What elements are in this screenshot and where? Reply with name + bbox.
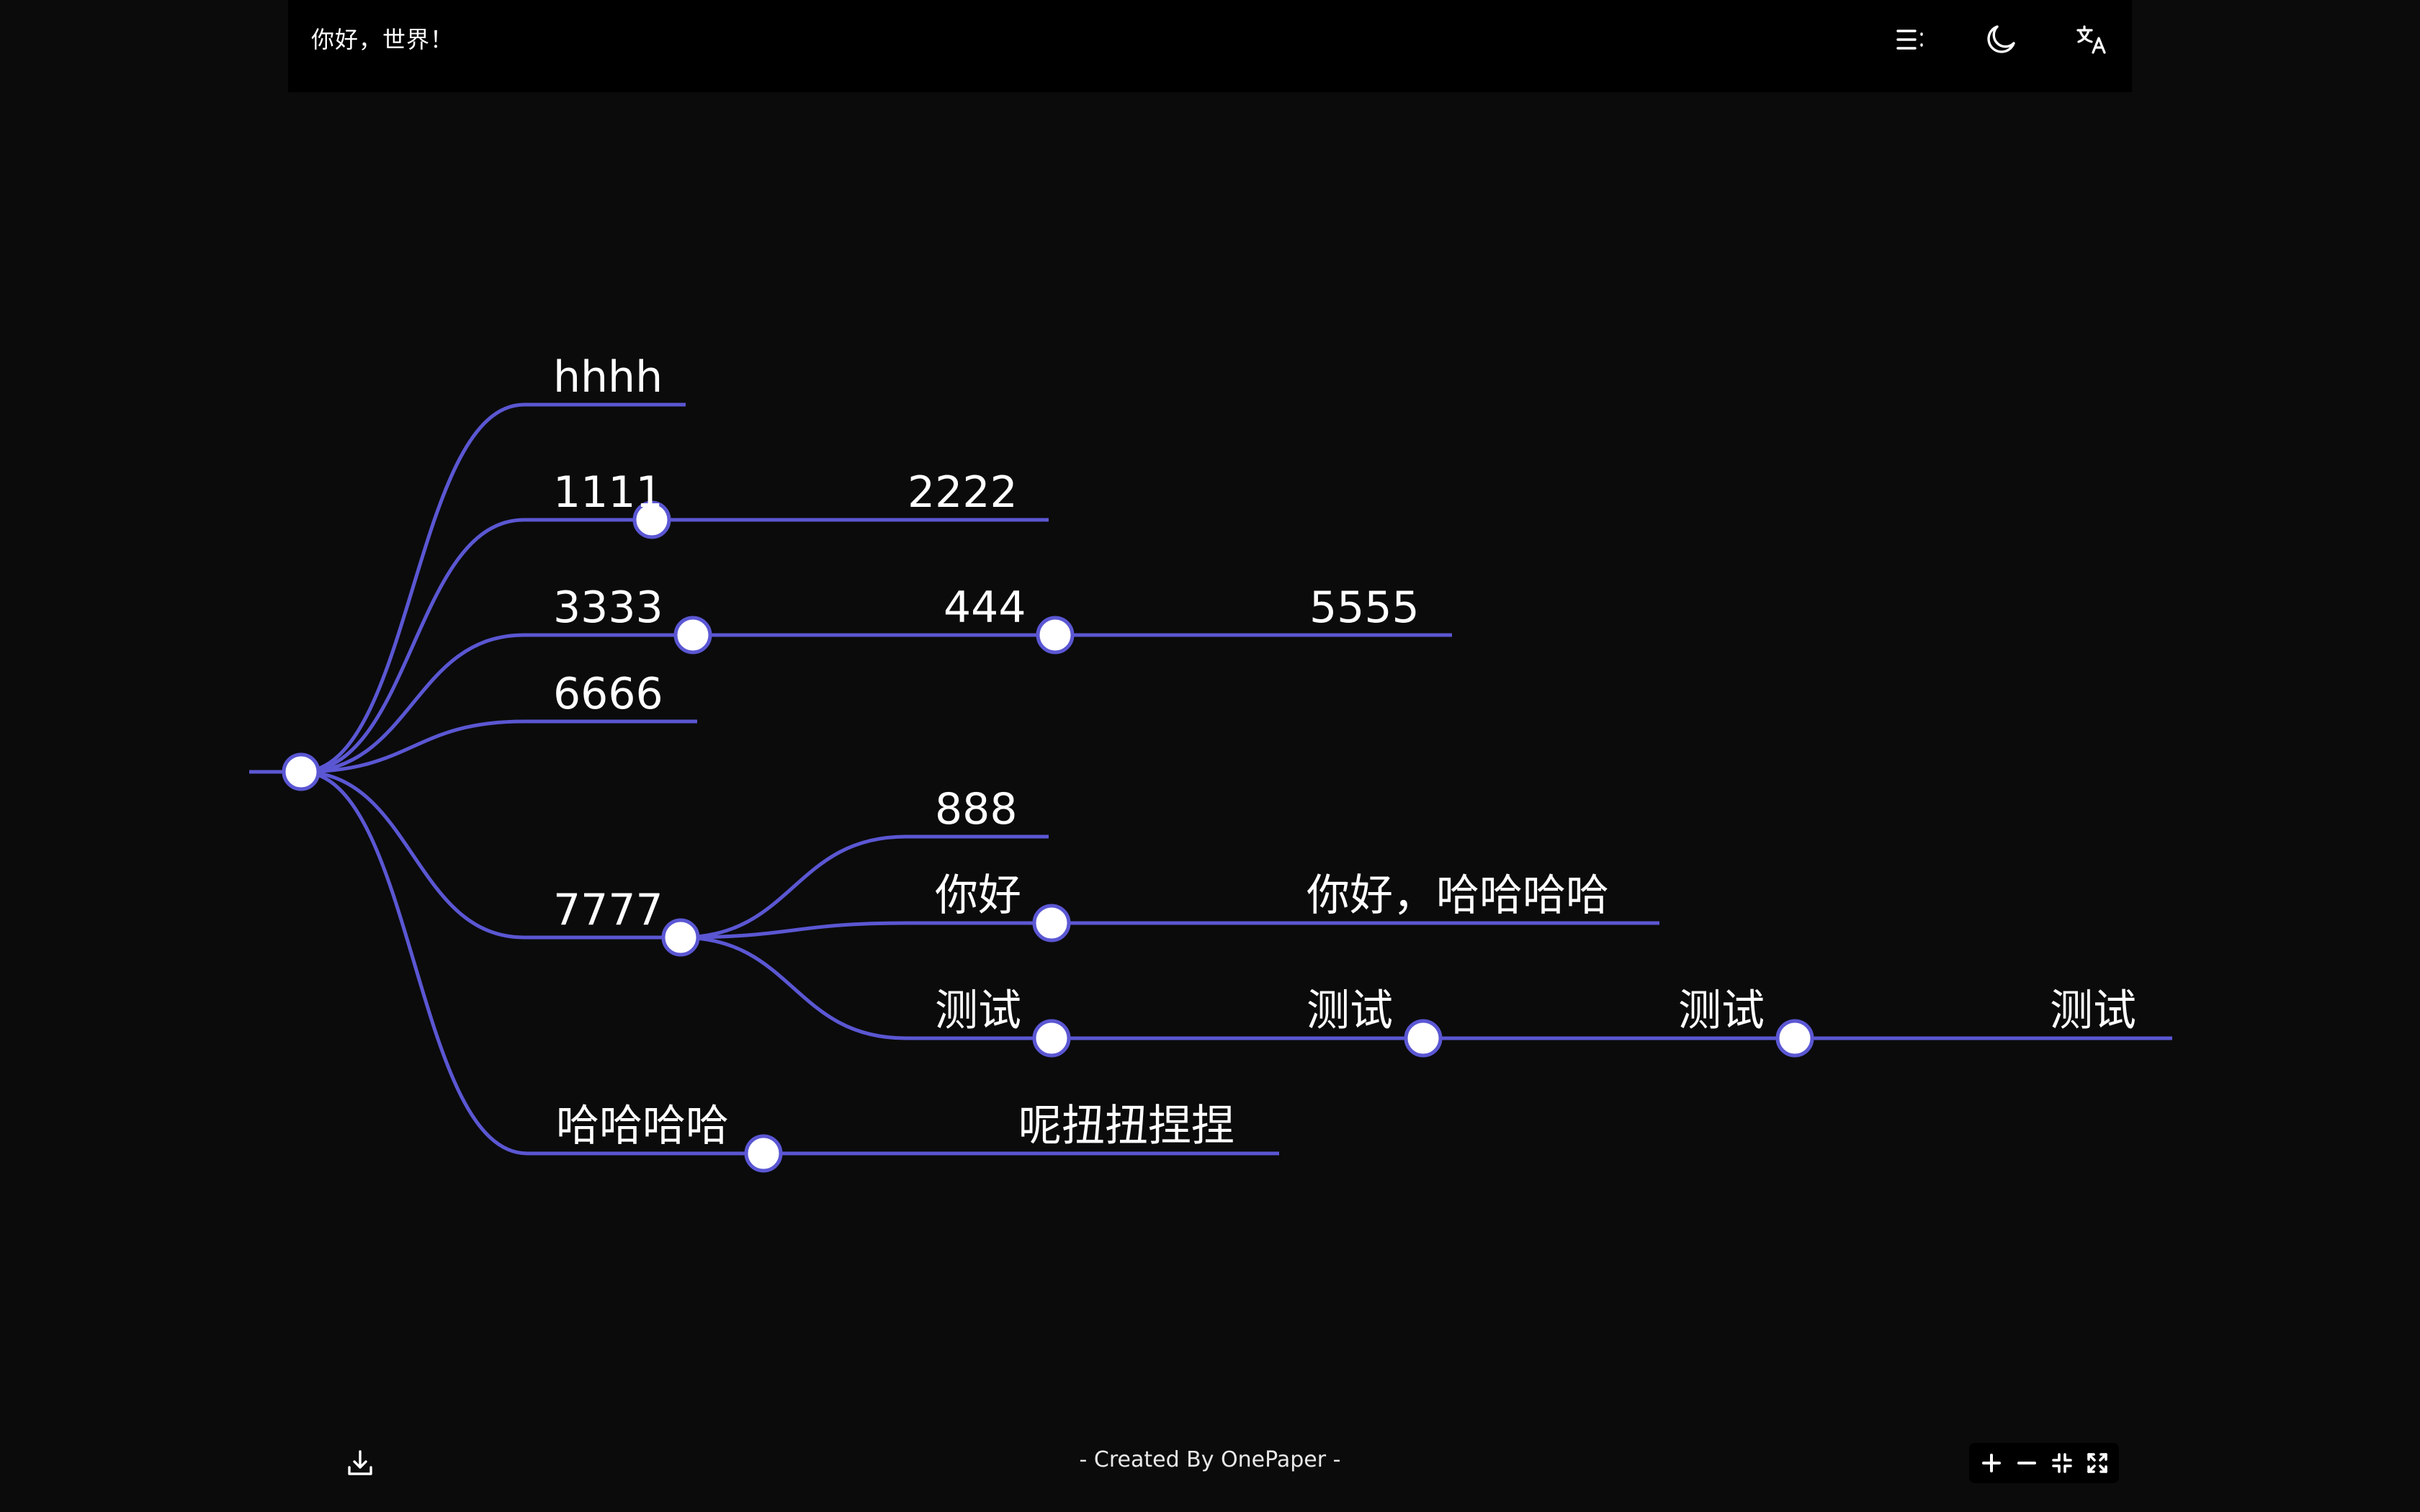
theme-toggle-button[interactable] [1977,16,2025,63]
download-icon [348,1450,372,1475]
expand-toggle-n_nihao[interactable] [1032,904,1071,942]
expand-toggle-n_3333[interactable] [673,616,712,654]
node-label-n_1111[interactable]: 1111 [553,467,663,518]
translate-icon [2076,25,2106,54]
node-label-n_888[interactable]: 888 [935,784,1018,834]
edge-n_888 [680,834,907,940]
collapse-icon [2051,1453,2072,1473]
zoom-in-button[interactable] [1976,1447,2007,1479]
node-label-n_nihao_haha[interactable]: 你好，哈哈哈哈 [1307,870,1609,921]
node-label-n_nihao[interactable]: 你好 [935,870,1021,921]
menu-button[interactable] [1886,16,1934,63]
translate-button[interactable] [2068,16,2115,63]
page-title: 你好，世界！ [311,26,454,53]
node-label-n_444[interactable]: 444 [944,582,1026,633]
node-label-n_ceshi2[interactable]: 测试 [1307,986,1393,1036]
expand-toggle-n_hahahaha[interactable] [744,1134,783,1173]
expand-toggle-n_1111[interactable] [632,500,671,539]
edge-n_1111 [300,518,525,774]
download-button[interactable] [340,1443,380,1483]
expand-toggle-n_7777[interactable] [661,918,700,957]
expand-toggle-n_ceshi2[interactable] [1404,1019,1443,1058]
collapse-button[interactable] [2046,1447,2078,1479]
expand-toggle-n_ceshi3[interactable] [1775,1019,1814,1058]
expand-toggle-n_444[interactable] [1036,616,1075,654]
edge-n_6666 [300,719,525,774]
mindmap-underlines [249,402,2172,1156]
edge-n_hahahaha [300,770,528,1156]
mindmap-edges [300,402,2021,1156]
mindmap-labels: hhhh 1111 2222 3333 444 5555 6666 7777 888 你好 你好，哈… [553,352,2136,1151]
mindmap-knobs [282,500,1814,1173]
node-label-n_hhhh[interactable]: hhhh [553,352,663,402]
list-settings-icon [1896,30,1923,50]
edge-n_3333 [300,633,525,774]
zoom-in-icon [1981,1454,2001,1472]
node-label-n_3333[interactable]: 3333 [553,582,663,633]
zoom-out-icon [2017,1462,2036,1464]
expand-toggle-n_ceshi1[interactable] [1032,1019,1071,1058]
fullscreen-icon [2087,1453,2107,1473]
zoom-controls [1969,1443,2119,1483]
zoom-out-button[interactable] [2011,1447,2043,1479]
credit-text: - Created By OnePaper - [1079,1447,1341,1472]
node-label-n_2222[interactable]: 2222 [908,467,1018,518]
edge-n_ceshi1 [680,935,907,1040]
edge-n_7777 [300,770,525,940]
edge-n_nihao [680,921,907,940]
node-label-n_7777[interactable]: 7777 [553,885,663,935]
node-label-n_ceshi1[interactable]: 测试 [935,986,1021,1036]
moon-icon [1987,25,2015,53]
node-label-n_5555[interactable]: 5555 [1309,582,1420,633]
edge-n_hhhh [300,402,525,774]
root-node-knob[interactable] [282,752,321,791]
node-label-n_hahahaha[interactable]: 哈哈哈哈 [556,1101,729,1151]
node-label-n_ne[interactable]: 呢扭扭捏捏 [1018,1101,1234,1151]
fullscreen-button[interactable] [2081,1447,2113,1479]
top-bar: 你好，世界！ [288,0,2132,92]
node-label-n_6666[interactable]: 6666 [553,669,663,719]
node-label-n_ceshi4[interactable]: 测试 [2050,986,2136,1036]
node-label-n_ceshi3[interactable]: 测试 [1678,986,1765,1036]
